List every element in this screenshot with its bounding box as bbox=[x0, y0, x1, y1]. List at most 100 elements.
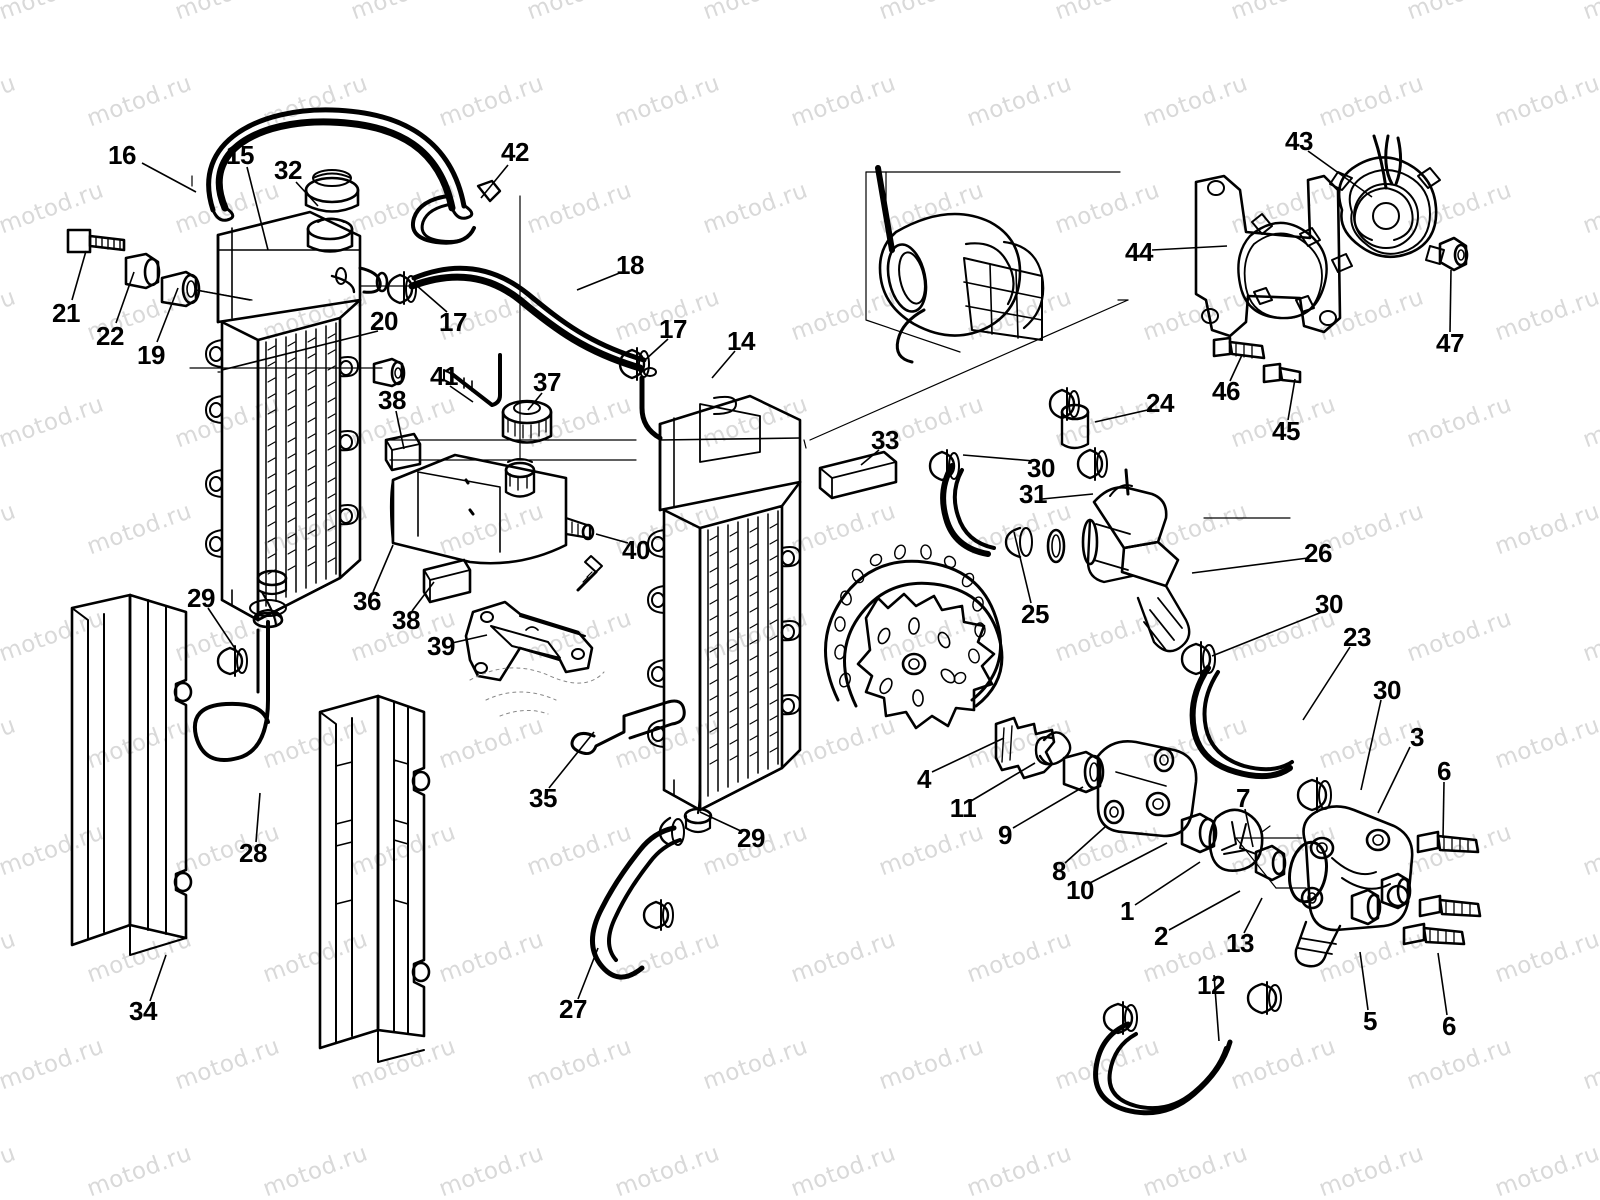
leader-line bbox=[527, 392, 543, 411]
callout-number: 35 bbox=[529, 783, 557, 813]
leader-line bbox=[451, 634, 488, 644]
leader-line bbox=[1013, 531, 1032, 604]
callout-number: 44 bbox=[1125, 237, 1153, 267]
callout-number: 30 bbox=[1373, 675, 1401, 705]
leader-line bbox=[970, 762, 1036, 802]
leader-line bbox=[395, 410, 405, 450]
callout-number: 16 bbox=[108, 140, 136, 170]
leader-line bbox=[71, 250, 87, 301]
callout-number: 2 bbox=[1154, 921, 1168, 951]
leader-line bbox=[1449, 269, 1452, 333]
leader-line bbox=[449, 385, 474, 403]
callout-number: 8 bbox=[1052, 856, 1066, 886]
callout-number: 34 bbox=[129, 996, 157, 1026]
leader-line bbox=[1287, 378, 1296, 421]
callout-number: 11 bbox=[949, 793, 977, 823]
leader-line bbox=[1151, 245, 1228, 251]
callout-number: 7 bbox=[1236, 783, 1250, 813]
callout-number: 39 bbox=[427, 631, 455, 661]
callout-number: 13 bbox=[1226, 928, 1254, 958]
callout-number: 47 bbox=[1436, 328, 1464, 358]
leader-line bbox=[149, 954, 167, 1002]
leader-line bbox=[1168, 890, 1241, 931]
leader-line bbox=[1087, 842, 1168, 885]
callout-number: 26 bbox=[1304, 538, 1332, 568]
leader-line bbox=[711, 350, 736, 379]
callout-number: 1 bbox=[1120, 896, 1134, 926]
callout-number: 31 bbox=[1019, 479, 1047, 509]
callout-number: 38 bbox=[392, 605, 420, 635]
leader-line bbox=[548, 731, 595, 789]
leader-line bbox=[1442, 781, 1445, 839]
leader-line bbox=[576, 271, 623, 291]
callout-number: 27 bbox=[559, 994, 587, 1024]
leader-line bbox=[1041, 493, 1094, 500]
leader-line bbox=[1377, 746, 1411, 814]
leader-line bbox=[1211, 611, 1323, 657]
callout-number: 10 bbox=[1066, 875, 1094, 905]
callout-number: 6 bbox=[1437, 756, 1451, 786]
leader-line bbox=[1012, 786, 1084, 829]
leader-line bbox=[1064, 826, 1106, 864]
callout-number: 17 bbox=[439, 307, 467, 337]
callout-number: 36 bbox=[353, 586, 381, 616]
callout-number: 6 bbox=[1442, 1011, 1456, 1041]
callout-number: 21 bbox=[52, 298, 80, 328]
callout-number: 29 bbox=[737, 823, 765, 853]
callout-number: 14 bbox=[727, 326, 755, 356]
leader-line bbox=[141, 162, 197, 193]
leader-line bbox=[1307, 150, 1373, 198]
callout-number: 9 bbox=[998, 820, 1012, 850]
callout-number: 42 bbox=[501, 137, 529, 167]
callout-number: 43 bbox=[1285, 126, 1313, 156]
callout-number: 3 bbox=[1410, 722, 1424, 752]
leader-line bbox=[115, 271, 135, 324]
leader-line bbox=[295, 181, 319, 207]
leader-line bbox=[860, 449, 880, 466]
callout-number: 38 bbox=[378, 385, 406, 415]
callout-number: 46 bbox=[1212, 376, 1240, 406]
callout-number: 23 bbox=[1343, 622, 1371, 652]
leader-line bbox=[372, 544, 394, 593]
leader-line bbox=[1243, 897, 1263, 934]
callout-number: 25 bbox=[1021, 599, 1049, 629]
callout-number: 24 bbox=[1146, 388, 1174, 418]
leader-line bbox=[644, 338, 669, 361]
callout-number: 30 bbox=[1027, 453, 1055, 483]
leader-line bbox=[1229, 354, 1243, 382]
leader-line bbox=[577, 947, 599, 1000]
leader-line bbox=[207, 607, 237, 651]
callout-number: 20 bbox=[370, 306, 398, 336]
leader-line bbox=[480, 164, 509, 199]
leader-line bbox=[1437, 952, 1448, 1016]
leader-line bbox=[415, 284, 448, 313]
leader-line bbox=[595, 533, 629, 544]
callout-number: 33 bbox=[871, 425, 899, 455]
callout-number: 32 bbox=[274, 155, 302, 185]
leader-line bbox=[931, 737, 1005, 773]
callout-number: 12 bbox=[1197, 970, 1225, 1000]
callout-number: 40 bbox=[622, 535, 650, 565]
leader-line bbox=[255, 792, 261, 843]
leader-line bbox=[1360, 699, 1382, 791]
leader-line bbox=[246, 166, 269, 251]
callout-number: 19 bbox=[137, 340, 165, 370]
callout-number: 18 bbox=[616, 250, 644, 280]
leader-line bbox=[156, 287, 179, 343]
callout-number: 30 bbox=[1315, 589, 1343, 619]
callout-number: 17 bbox=[659, 314, 687, 344]
callout-number: 22 bbox=[96, 321, 124, 351]
leader-line bbox=[1244, 808, 1254, 848]
leader-line bbox=[1191, 557, 1309, 574]
callout-number: 29 bbox=[187, 583, 215, 613]
callout-number: 15 bbox=[226, 140, 254, 170]
callout-number: 41 bbox=[430, 361, 458, 391]
leader-line bbox=[221, 330, 379, 371]
callout-number: 45 bbox=[1272, 416, 1300, 446]
leader-line bbox=[1213, 974, 1220, 1042]
callout-number: 5 bbox=[1363, 1006, 1377, 1036]
